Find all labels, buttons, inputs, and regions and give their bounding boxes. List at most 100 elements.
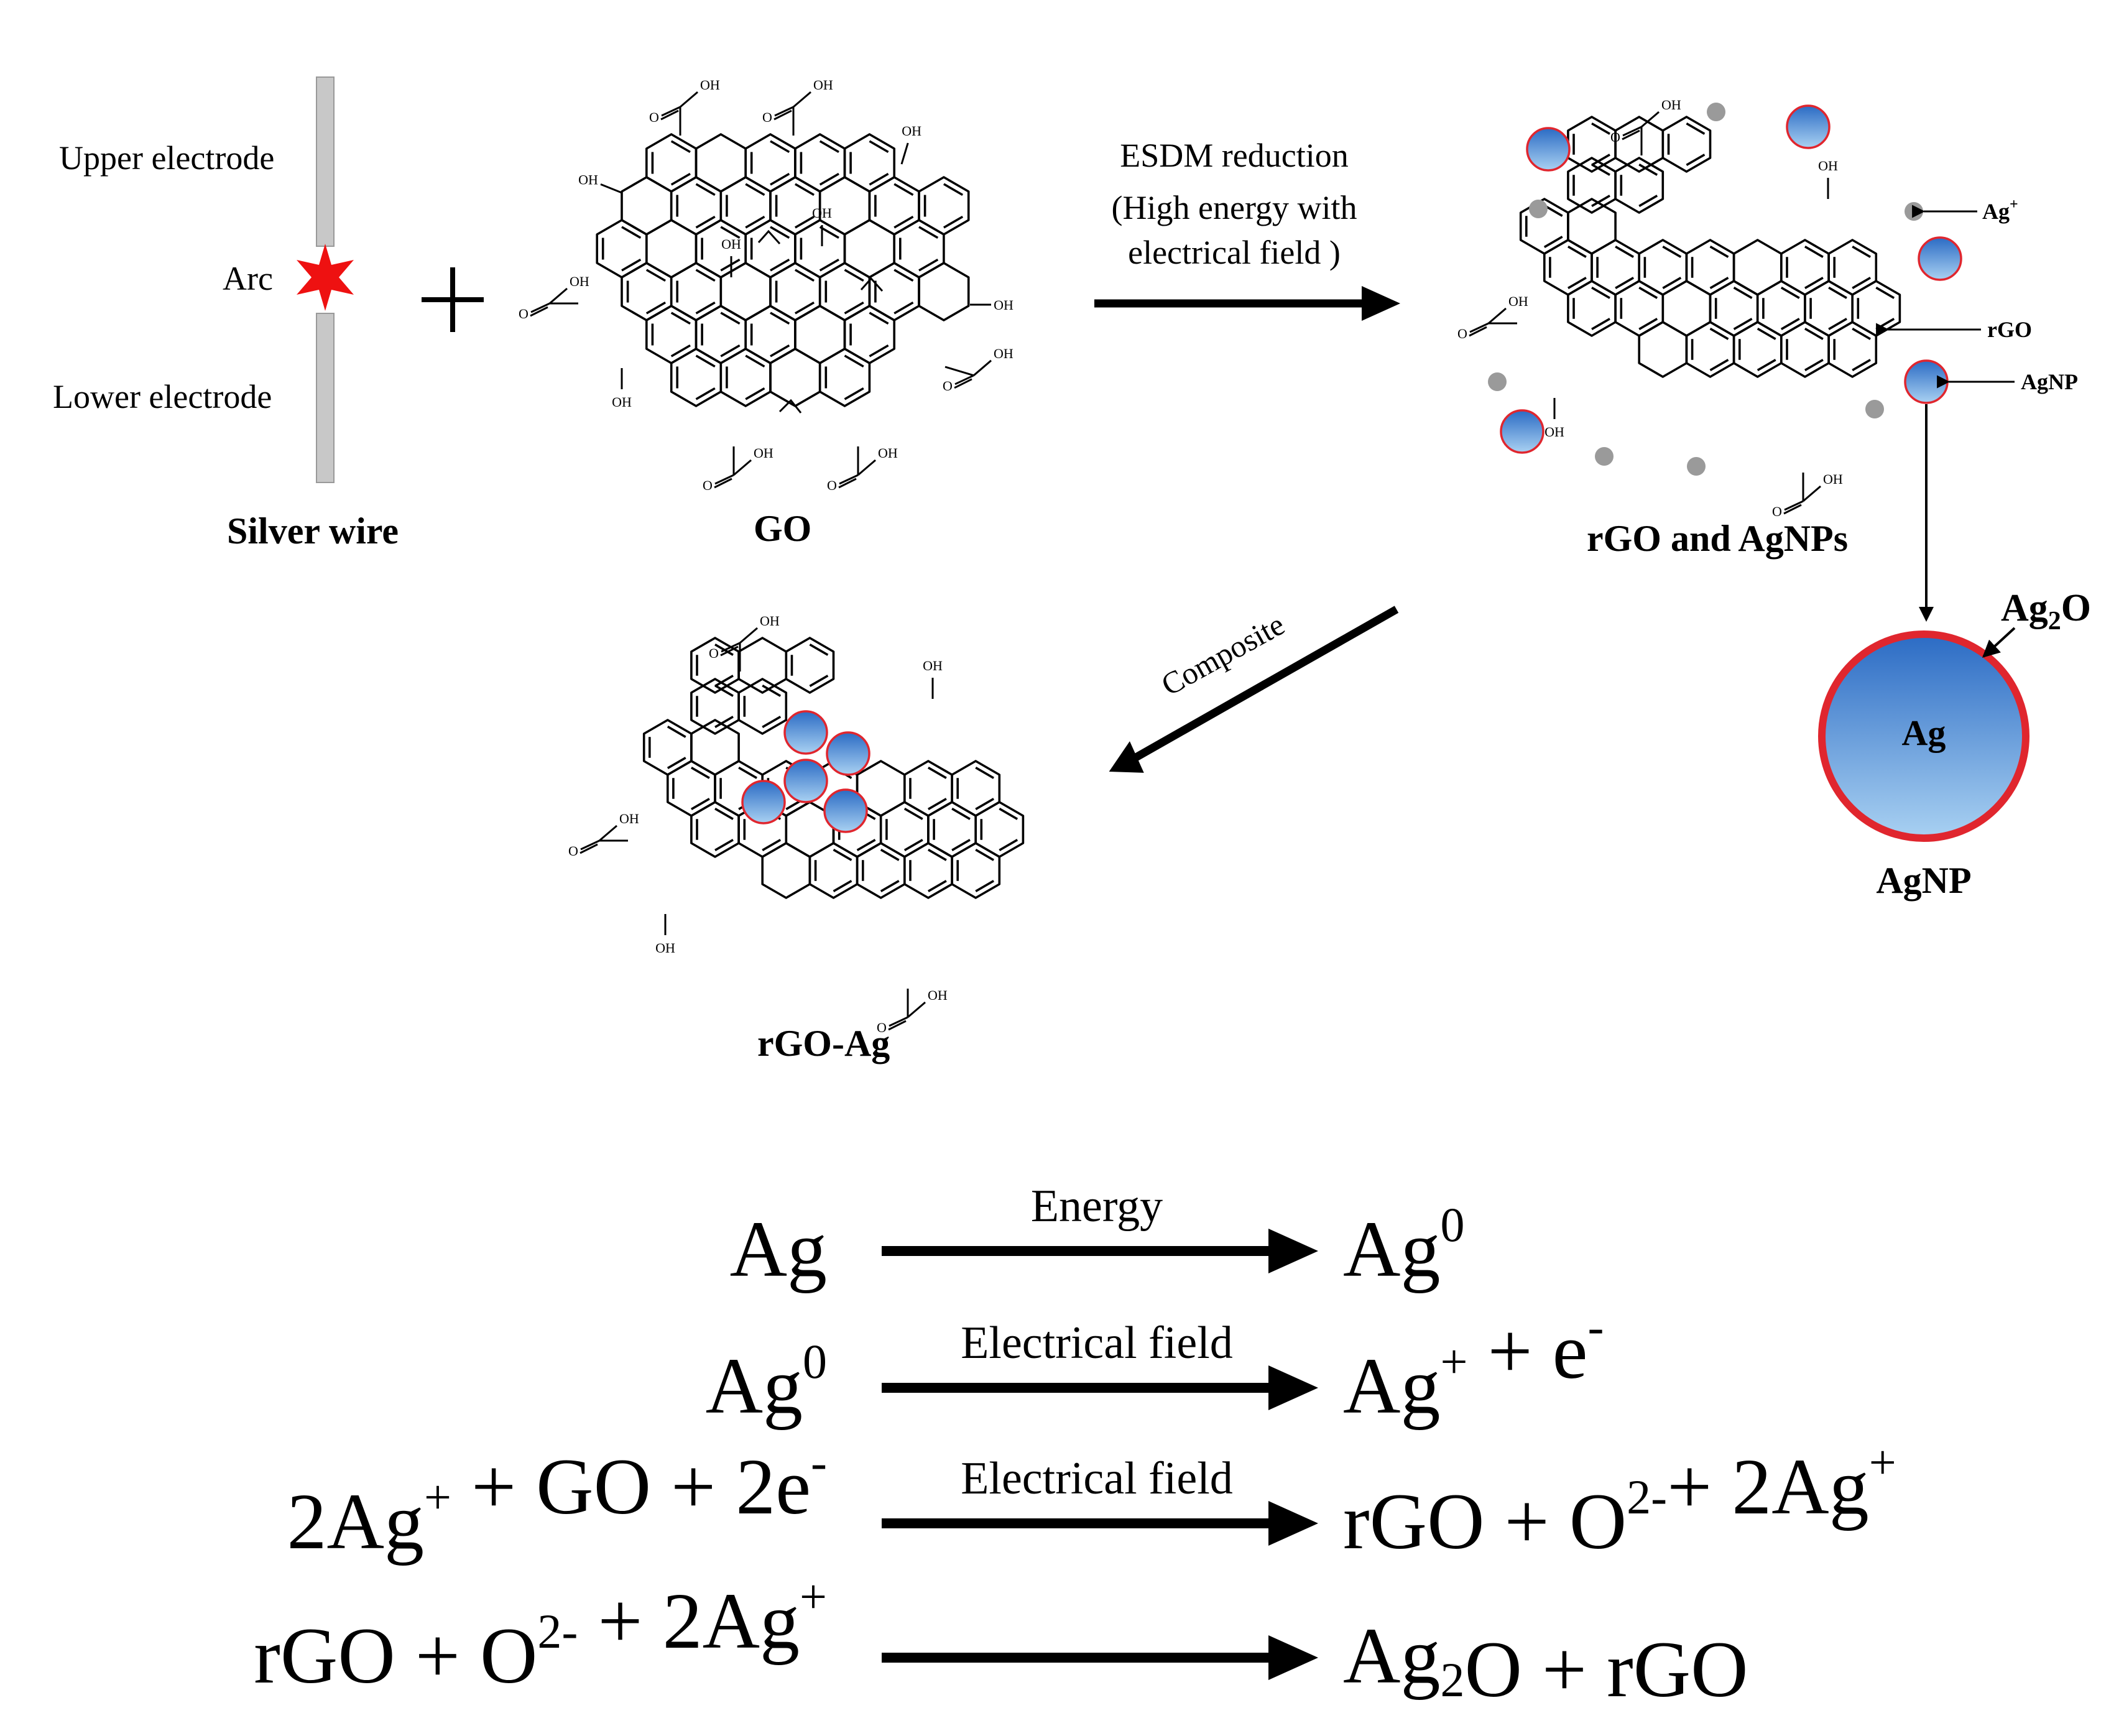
arc-spark-icon [297, 244, 354, 311]
agnp-detail: Ag Ag2O AgNP [1818, 404, 2091, 901]
carbon-ring [690, 801, 740, 858]
double-bond [849, 312, 889, 358]
carbon-ring [856, 842, 906, 899]
o-label: O [568, 843, 578, 859]
double-bond [1667, 122, 1706, 166]
double-bond [800, 140, 839, 186]
carbon-ring [927, 801, 977, 858]
esdm-reduction-step: ESDM reduction (High energy with electri… [1094, 137, 1400, 321]
oh-label: OH [1823, 471, 1843, 487]
oh-label: OH [612, 394, 632, 410]
double-bond [1738, 328, 1776, 371]
carbon-ring [1685, 239, 1735, 296]
equation-reactants: rGO + O2- + 2Ag+ [254, 1569, 827, 1700]
o-label: O [519, 306, 529, 321]
double-bond [726, 354, 765, 400]
carbon-ring [1638, 239, 1688, 296]
oh-label: OH [813, 77, 833, 93]
carbon-ring [621, 176, 673, 236]
oh-label: OH [578, 172, 598, 187]
rgo-hexagon-lattice [1519, 116, 1901, 378]
agnp-callout: AgNP [2021, 369, 2078, 394]
silver-wire-label: Silver wire [227, 510, 399, 552]
oh-label: OH [994, 297, 1014, 313]
oh-label: OH [1818, 158, 1838, 173]
double-bond [1572, 287, 1610, 330]
oh-label: OH [760, 613, 780, 629]
carbon-ring [737, 678, 788, 735]
double-bond [651, 312, 691, 358]
oh-label: OH [928, 987, 948, 1003]
reaction-arrowhead [1268, 1229, 1318, 1273]
carbon-ring [818, 262, 871, 321]
carboxyl-group: OHO [568, 811, 639, 859]
double-bond [672, 767, 710, 810]
o-label: O [1610, 129, 1620, 145]
upper-electrode [316, 76, 335, 247]
carbon-ring [1567, 157, 1617, 214]
carbon-ring [1638, 321, 1688, 378]
double-bond [1786, 328, 1824, 371]
oh-label: OH [923, 658, 943, 673]
oh-label: OH [655, 940, 675, 956]
oh-label: OH [1661, 97, 1681, 113]
carbon-ring [818, 348, 871, 407]
carbon-ring [868, 262, 920, 321]
double-bond [849, 140, 889, 186]
carbon-ring [785, 637, 835, 694]
equation-reactants: 2Ag+ + GO + 2e- [287, 1435, 827, 1566]
hydroxyl-group: OH [1818, 158, 1838, 199]
oh-label: OH [878, 445, 898, 461]
double-bond [701, 312, 741, 358]
carboxyl-group: OH O [1610, 97, 1681, 155]
double-bond [626, 269, 667, 315]
silver-nanoparticle [1526, 127, 1571, 172]
carbon-ring [951, 760, 1001, 817]
silver-nanoparticle [783, 759, 828, 803]
oh-label: OH [1508, 293, 1528, 309]
carbon-ring [642, 719, 693, 776]
go-hexagon-lattice [596, 133, 970, 407]
double-bond [909, 767, 947, 810]
go-label: GO [754, 508, 811, 549]
carbon-ring [794, 133, 846, 193]
double-bond [824, 269, 864, 315]
carbon-ring [794, 305, 846, 364]
double-bond [1620, 164, 1658, 207]
double-bond [1762, 287, 1800, 330]
double-bond [790, 644, 829, 687]
carbon-ring [670, 262, 723, 321]
carbon-ring [695, 133, 747, 193]
oh-label: OH [902, 123, 921, 139]
carbon-ring [808, 842, 859, 899]
rgo-ag-label: rGO-Ag [757, 1023, 890, 1064]
double-bond [1549, 246, 1587, 289]
carbon-ring [1827, 321, 1878, 378]
carboxyl-group: OHO [827, 445, 898, 493]
plus-sign [422, 267, 484, 332]
o-label: O [943, 378, 953, 394]
carboxyl-group: OHO [649, 77, 720, 136]
double-bond [649, 726, 686, 769]
carbon-ring [1732, 239, 1783, 296]
double-bond [676, 269, 716, 315]
carbon-ring [719, 348, 772, 407]
silver-ion-dot [1529, 200, 1548, 218]
hydroxyl-group: OH [900, 123, 921, 165]
upper-electrode-label: Upper electrode [59, 139, 274, 177]
carbon-ring [719, 176, 772, 236]
composite-nanoparticles [741, 710, 870, 833]
rgo-callouts: Ag+ rGO AgNP [1876, 196, 2078, 394]
double-bond [874, 269, 914, 315]
double-bond [933, 808, 971, 851]
carbon-ring [1827, 239, 1878, 296]
double-bond [1833, 246, 1872, 289]
double-bond [824, 354, 864, 400]
carbon-ring [903, 842, 953, 899]
arrow-condition-label: Energy [1031, 1181, 1163, 1232]
esdm-label-line3: electrical field ) [1128, 234, 1341, 271]
